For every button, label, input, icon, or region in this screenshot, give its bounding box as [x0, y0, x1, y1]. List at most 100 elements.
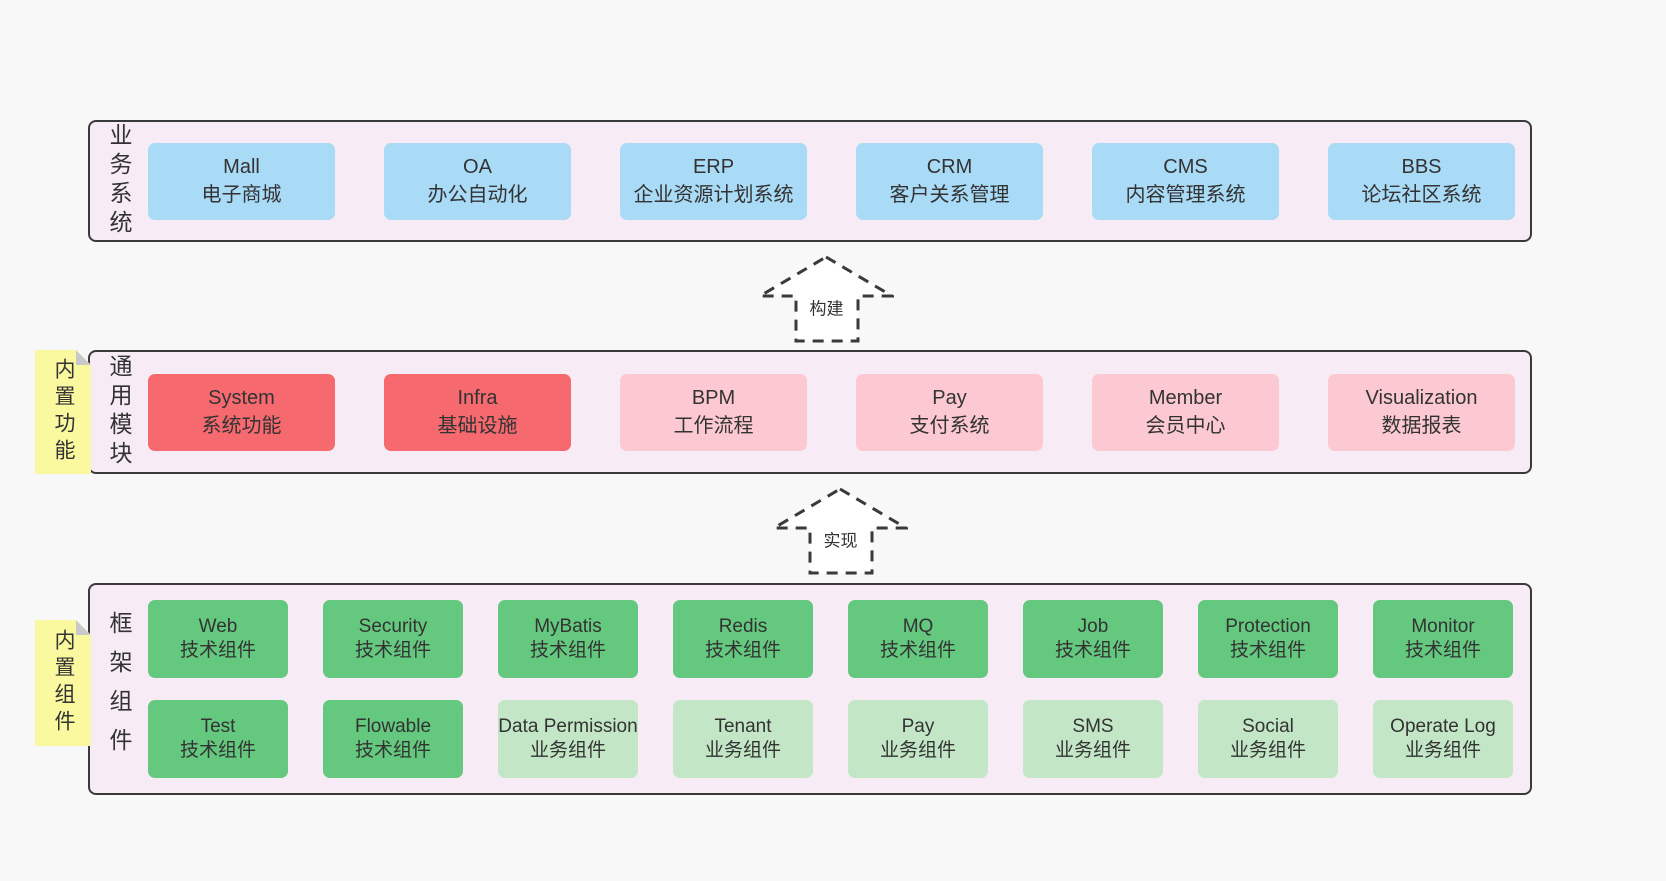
- box-desc: 技术组件: [1054, 640, 1131, 661]
- box-desc: 基础设施: [437, 415, 518, 437]
- box-desc: 业务组件: [1229, 740, 1306, 761]
- box-name: BPM: [691, 387, 736, 409]
- layer-label-modules: 通用模块: [106, 354, 132, 470]
- box-desc: 企业资源计划系统: [633, 184, 794, 206]
- box-infra: Infra 基础设施: [384, 373, 571, 451]
- box-data-permission: Data Permission 业务组件: [498, 700, 638, 778]
- box-desc: 技术组件: [529, 640, 606, 661]
- box-social: Social 业务组件: [1198, 700, 1338, 778]
- box-name: Security: [358, 615, 428, 637]
- box-desc: 业务组件: [529, 740, 606, 761]
- box-name: Mall: [223, 156, 260, 178]
- box-monitor: Monitor 技术组件: [1373, 600, 1513, 678]
- box-name: MyBatis: [534, 615, 602, 637]
- box-job: Job 技术组件: [1023, 600, 1163, 678]
- box-desc: 内容管理系统: [1125, 184, 1246, 206]
- box-desc: 会员中心: [1145, 415, 1226, 437]
- box-desc: 技术组件: [354, 740, 431, 761]
- box-name: Monitor: [1411, 615, 1475, 637]
- sticky-note-framework: 内置组件: [35, 620, 91, 746]
- box-desc: 支付系统: [909, 415, 990, 437]
- box-tenant: Tenant 业务组件: [673, 700, 813, 778]
- box-desc: 技术组件: [354, 640, 431, 661]
- arrow-label-implement: 实现: [820, 525, 861, 553]
- box-name: Redis: [718, 615, 768, 637]
- box-name: Job: [1077, 615, 1109, 637]
- box-cms: CMS 内容管理系统: [1092, 142, 1279, 220]
- box-name: Tenant: [714, 715, 772, 737]
- box-desc: 办公自动化: [427, 184, 528, 206]
- box-desc: 论坛社区系统: [1361, 184, 1482, 206]
- box-name: CRM: [926, 156, 973, 178]
- sticky-note-label: 内置功能: [52, 358, 75, 466]
- box-visualization: Visualization 数据报表: [1328, 373, 1515, 451]
- layer-label-business: 业务系统: [106, 123, 132, 239]
- box-desc: 技术组件: [1404, 640, 1481, 661]
- box-name: Pay: [932, 387, 967, 409]
- box-name: MQ: [902, 615, 934, 637]
- box-pay: Pay 支付系统: [856, 373, 1043, 451]
- sticky-note-label: 内置组件: [52, 629, 75, 737]
- box-desc: 业务组件: [1404, 740, 1481, 761]
- box-name: Operate Log: [1390, 715, 1496, 737]
- box-desc: 客户关系管理: [889, 184, 1010, 206]
- layer-content-business: Mall 电子商城 OA 办公自动化 ERP 企业资源计划系统 CRM 客户关系管理 CMS 内容…: [148, 122, 1530, 240]
- box-operate-log: Operate Log 业务组件: [1373, 700, 1513, 778]
- arrow-label-build: 构建: [806, 293, 847, 321]
- box-desc: 技术组件: [879, 640, 956, 661]
- box-redis: Redis 技术组件: [673, 600, 813, 678]
- box-mybatis: MyBatis 技术组件: [498, 600, 638, 678]
- box-name: Protection: [1225, 615, 1311, 637]
- box-mq: MQ 技术组件: [848, 600, 988, 678]
- box-name: ERP: [692, 156, 735, 178]
- box-oa: OA 办公自动化: [384, 142, 571, 220]
- box-member: Member 会员中心: [1092, 373, 1279, 451]
- arrow-implement: 实现: [773, 487, 908, 575]
- box-erp: ERP 企业资源计划系统: [620, 142, 807, 220]
- box-name: Flowable: [354, 715, 432, 737]
- box-name: OA: [463, 156, 492, 178]
- box-desc: 工作流程: [673, 415, 754, 437]
- box-name: BBS: [1401, 156, 1442, 178]
- box-sms: SMS 业务组件: [1023, 700, 1163, 778]
- arrow-build: 构建: [759, 255, 894, 343]
- box-name: System: [208, 387, 275, 409]
- box-security: Security 技术组件: [323, 600, 463, 678]
- box-row: Mall 电子商城 OA 办公自动化 ERP 企业资源计划系统 CRM 客户关系管理 CMS 内容…: [148, 142, 1530, 220]
- box-desc: 技术组件: [704, 640, 781, 661]
- sticky-note-modules: 内置功能: [35, 350, 91, 474]
- box-name: SMS: [1072, 715, 1114, 737]
- box-crm: CRM 客户关系管理: [856, 142, 1043, 220]
- box-desc: 数据报表: [1381, 415, 1462, 437]
- box-name: Visualization: [1365, 387, 1478, 409]
- box-bpm: BPM 工作流程: [620, 373, 807, 451]
- box-name: Pay: [901, 715, 935, 737]
- box-desc: 电子商城: [201, 184, 282, 206]
- box-name: Infra: [457, 387, 498, 409]
- box-desc: 技术组件: [1229, 640, 1306, 661]
- box-name: Data Permission: [498, 715, 638, 737]
- box-desc: 业务组件: [1054, 740, 1131, 761]
- layer-label-framework: 框架组件: [106, 611, 132, 767]
- box-name: CMS: [1163, 156, 1208, 178]
- box-mall: Mall 电子商城: [148, 142, 335, 220]
- box-flowable: Flowable 技术组件: [323, 700, 463, 778]
- box-bbs: BBS 论坛社区系统: [1328, 142, 1515, 220]
- box-name: Member: [1148, 387, 1223, 409]
- box-protection: Protection 技术组件: [1198, 600, 1338, 678]
- box-name: Web: [198, 615, 238, 637]
- box-desc: 业务组件: [704, 740, 781, 761]
- box-name: Social: [1242, 715, 1294, 737]
